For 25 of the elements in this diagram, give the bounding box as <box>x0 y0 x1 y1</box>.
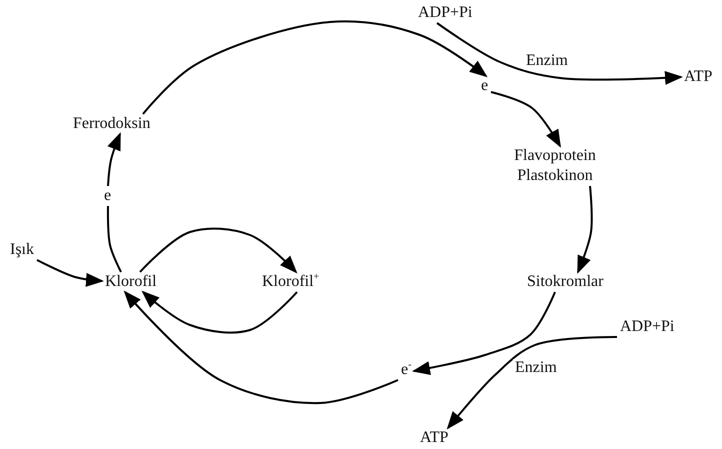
arrow <box>412 292 556 375</box>
node-label: e$^{-}$ <box>401 360 412 380</box>
node-label: Klorofil <box>105 272 157 292</box>
arrow <box>36 259 104 287</box>
arrow <box>142 20 488 115</box>
node-label: Flavoprotein Plastokinon <box>505 146 605 186</box>
arrow <box>142 290 298 334</box>
node-label: Ferrodoksin <box>73 114 150 134</box>
node-label: e <box>104 186 112 206</box>
node-label: ADP+Pi <box>620 317 674 337</box>
arrow <box>490 91 561 148</box>
node-label: ADP+Pi <box>418 3 472 23</box>
node-label: e <box>481 76 488 96</box>
node-label: Sitokromlar <box>527 272 604 292</box>
node-label: Klorofil$^{+}$ <box>262 272 320 292</box>
arrow <box>436 22 683 85</box>
node-label: Işık <box>10 240 34 260</box>
node-label: ATP <box>684 67 712 87</box>
arrow <box>107 132 121 186</box>
arrow <box>446 336 617 430</box>
edge-label: Enzim <box>524 52 570 70</box>
node-label: ATP <box>420 428 448 448</box>
arrow <box>124 290 398 404</box>
arrow <box>139 228 298 274</box>
arrow <box>577 186 593 274</box>
